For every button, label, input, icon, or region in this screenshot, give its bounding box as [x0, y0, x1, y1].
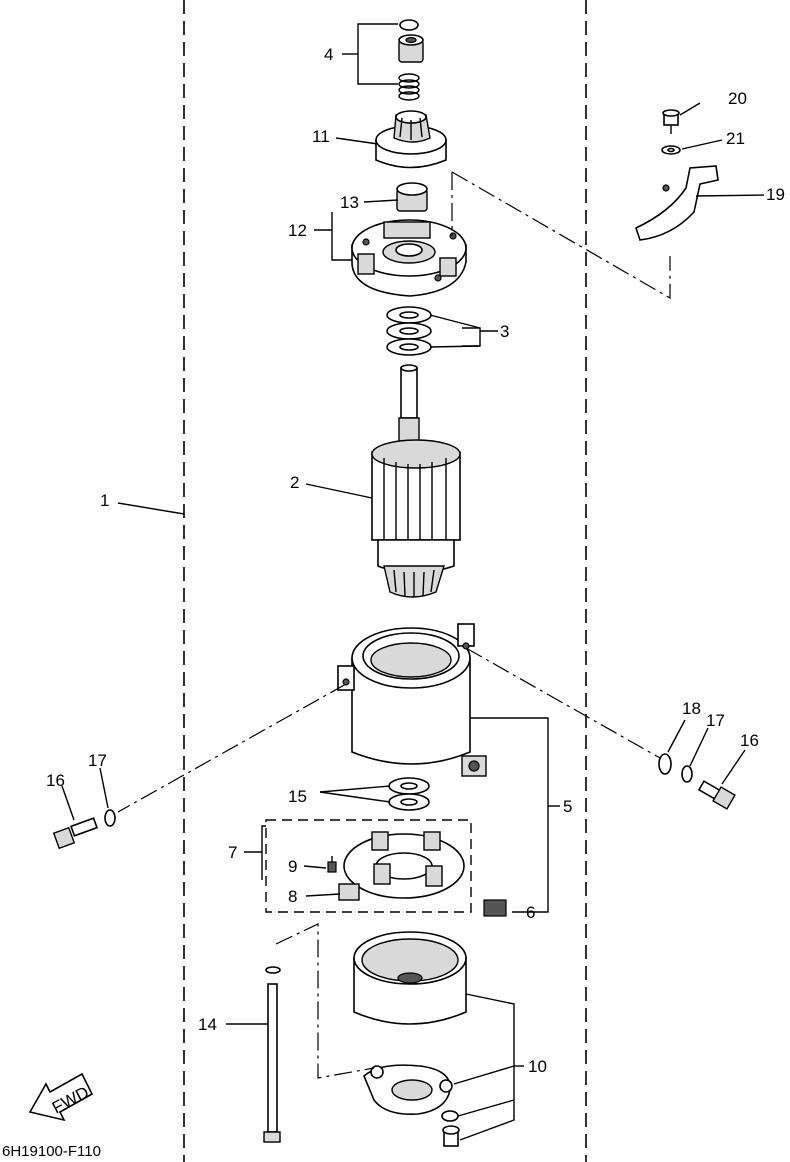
callout-4: 4: [324, 45, 333, 64]
callout-14: 14: [198, 1015, 217, 1034]
part-3-washers: [386, 306, 432, 356]
part-11-pinion-gear: [375, 110, 447, 169]
part-20-screw: [662, 109, 680, 134]
callout-7: 7: [228, 843, 237, 862]
callout-11: 11: [312, 127, 330, 146]
callout-13: 13: [340, 193, 359, 212]
part-14-through-bolt: [263, 966, 281, 1143]
callout-3: 3: [500, 322, 509, 341]
leader-lines: [61, 23, 765, 1141]
callout-2: 2: [290, 473, 299, 492]
callout-12: 12: [288, 221, 307, 240]
callout-21: 21: [726, 129, 745, 148]
callout-10: 10: [528, 1057, 547, 1076]
part-13-bushing: [396, 182, 428, 212]
part-9-screw: [327, 856, 337, 873]
drawing-code: 6H19100-F110: [2, 1143, 101, 1160]
part-6-brush-holder: [343, 831, 507, 917]
part-21-washer: [661, 145, 681, 155]
part-17-lockwasher-right: [681, 765, 693, 783]
part-18-washer-right: [658, 753, 672, 775]
callout-18: 18: [682, 699, 701, 718]
callout-5: 5: [563, 797, 572, 816]
callout-19: 19: [766, 185, 785, 204]
callout-8-9-screw: 9: [288, 857, 297, 876]
part-12-front-bracket: [351, 219, 467, 297]
part-8-brush: [338, 883, 360, 901]
callout-16-left: 16: [46, 771, 65, 790]
part-17-lockwasher-left: [104, 809, 116, 827]
callout-15: 15: [288, 787, 307, 806]
forward-arrow-icon: FWD: [28, 1072, 94, 1122]
part-7-group-box: [265, 819, 472, 913]
part-16-bolt-left: [52, 817, 99, 850]
part-15-washers: [388, 777, 430, 811]
part-10-rear-cover: [353, 931, 467, 1147]
part-16-bolt-right: [697, 780, 736, 810]
callout-labels: 1 2 3 4 5 6 7 9 8 10 11 12 13 14 15 16 1…: [46, 45, 785, 1076]
part-5-yoke: [337, 623, 487, 777]
callout-20: 20: [728, 89, 747, 108]
callout-6: 6: [526, 903, 535, 922]
part-2-armature: [371, 364, 461, 598]
callout-16-right: 16: [740, 731, 759, 750]
part-4-pinion-stop-set: [398, 19, 424, 101]
callout-17-left: 17: [88, 751, 107, 770]
callout-17-right: 17: [706, 711, 725, 730]
part-19-bracket: [635, 165, 719, 241]
assembly-reference-lines: [117, 171, 671, 1079]
assembly-boundary: [183, 0, 587, 1162]
callout-1: 1: [100, 491, 109, 510]
callout-8: 8: [288, 887, 297, 906]
